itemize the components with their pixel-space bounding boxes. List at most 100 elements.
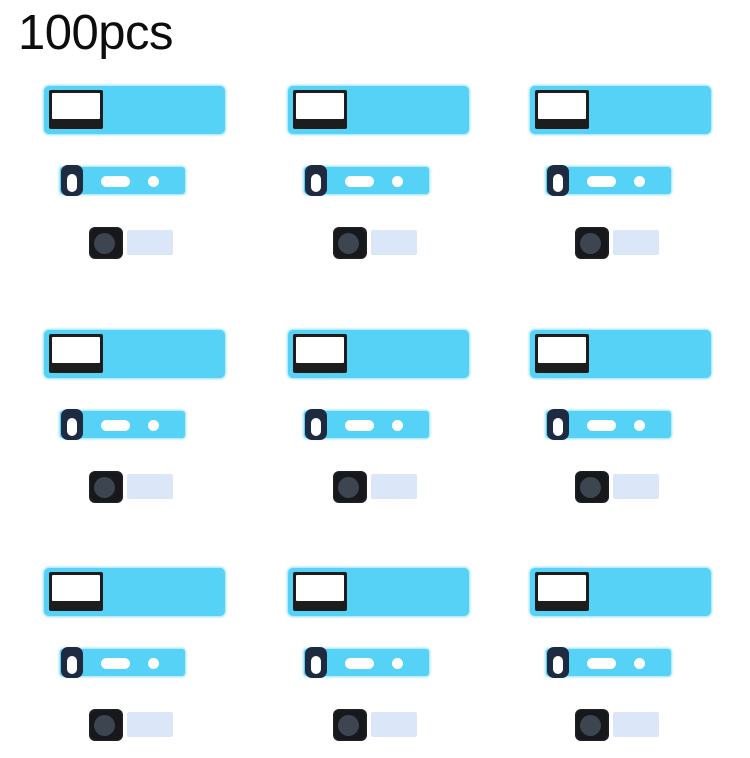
camera-lens-gasket	[89, 471, 173, 503]
sensor-slot-cutout	[311, 418, 321, 436]
lens-glass	[580, 477, 601, 498]
lens-body	[333, 227, 367, 259]
camera-lens-gasket	[575, 227, 659, 259]
window-cutout	[52, 337, 100, 363]
lens-body	[333, 709, 367, 741]
sensor-block	[305, 409, 327, 440]
speaker-slot-cutout	[345, 176, 374, 187]
lens-glass	[580, 715, 601, 736]
camera-lens-gasket	[575, 471, 659, 503]
sensor-bracket-adhesive-strip	[546, 647, 671, 678]
window-cutout	[296, 337, 344, 363]
window-frame	[535, 90, 589, 129]
adhesive-sticker-kit	[530, 330, 720, 520]
front-camera-adhesive-strip	[288, 568, 469, 616]
camera-lens-gasket	[333, 227, 417, 259]
front-camera-adhesive-strip	[530, 86, 711, 134]
backing-film	[613, 712, 659, 737]
window-frame	[49, 334, 103, 373]
speaker-slot-cutout	[101, 176, 130, 187]
backing-film	[613, 474, 659, 499]
camera-lens-gasket	[89, 709, 173, 741]
window-frame	[49, 572, 103, 611]
backing-film	[371, 712, 417, 737]
round-hole-cutout	[392, 420, 403, 431]
lens-body	[575, 709, 609, 741]
adhesive-sticker-kit	[44, 568, 234, 758]
front-camera-adhesive-strip	[288, 86, 469, 134]
window-cutout	[52, 93, 100, 119]
backing-film	[371, 230, 417, 255]
front-camera-adhesive-strip	[530, 330, 711, 378]
speaker-slot-cutout	[345, 658, 374, 669]
backing-film	[127, 230, 173, 255]
sensor-block	[547, 409, 569, 440]
adhesive-sticker-kit	[288, 86, 478, 276]
lens-glass	[580, 233, 601, 254]
sensor-block	[61, 165, 83, 196]
lens-body	[333, 471, 367, 503]
sensor-slot-cutout	[311, 656, 321, 674]
window-frame	[535, 334, 589, 373]
speaker-slot-cutout	[587, 658, 616, 669]
sensor-block	[61, 409, 83, 440]
sensor-slot-cutout	[67, 656, 77, 674]
adhesive-sticker-kit	[288, 330, 478, 520]
camera-lens-gasket	[333, 709, 417, 741]
window-frame	[293, 334, 347, 373]
sensor-bracket-adhesive-strip	[60, 165, 185, 196]
window-cutout	[538, 93, 586, 119]
front-camera-adhesive-strip	[530, 568, 711, 616]
lens-glass	[94, 715, 115, 736]
window-cutout	[52, 575, 100, 601]
window-cutout	[296, 575, 344, 601]
adhesive-sticker-kit	[530, 86, 720, 276]
quantity-label: 100pcs	[18, 6, 174, 60]
sensor-bracket-adhesive-strip	[60, 647, 185, 678]
adhesive-sticker-kit	[44, 330, 234, 520]
round-hole-cutout	[148, 658, 159, 669]
window-frame	[535, 572, 589, 611]
front-camera-adhesive-strip	[288, 330, 469, 378]
camera-lens-gasket	[89, 227, 173, 259]
sensor-block	[547, 165, 569, 196]
lens-body	[89, 709, 123, 741]
lens-glass	[94, 233, 115, 254]
lens-body	[575, 471, 609, 503]
sensor-slot-cutout	[553, 656, 563, 674]
front-camera-adhesive-strip	[44, 330, 225, 378]
lens-body	[89, 471, 123, 503]
speaker-slot-cutout	[587, 176, 616, 187]
backing-film	[127, 474, 173, 499]
lens-glass	[338, 233, 359, 254]
sensor-slot-cutout	[553, 418, 563, 436]
front-camera-adhesive-strip	[44, 86, 225, 134]
lens-body	[89, 227, 123, 259]
backing-film	[127, 712, 173, 737]
sensor-block	[305, 647, 327, 678]
sensor-bracket-adhesive-strip	[304, 647, 429, 678]
sensor-bracket-adhesive-strip	[304, 165, 429, 196]
speaker-slot-cutout	[587, 420, 616, 431]
adhesive-sticker-kit	[288, 568, 478, 758]
sensor-slot-cutout	[67, 418, 77, 436]
round-hole-cutout	[392, 176, 403, 187]
speaker-slot-cutout	[101, 658, 130, 669]
speaker-slot-cutout	[345, 420, 374, 431]
backing-film	[371, 474, 417, 499]
speaker-slot-cutout	[101, 420, 130, 431]
sensor-block	[305, 165, 327, 196]
camera-lens-gasket	[333, 471, 417, 503]
round-hole-cutout	[634, 176, 645, 187]
window-cutout	[538, 337, 586, 363]
lens-body	[575, 227, 609, 259]
round-hole-cutout	[392, 658, 403, 669]
lens-glass	[338, 477, 359, 498]
window-frame	[293, 572, 347, 611]
sensor-slot-cutout	[553, 174, 563, 192]
backing-film	[613, 230, 659, 255]
window-frame	[49, 90, 103, 129]
sensor-bracket-adhesive-strip	[546, 409, 671, 440]
sensor-block	[547, 647, 569, 678]
lens-glass	[338, 715, 359, 736]
